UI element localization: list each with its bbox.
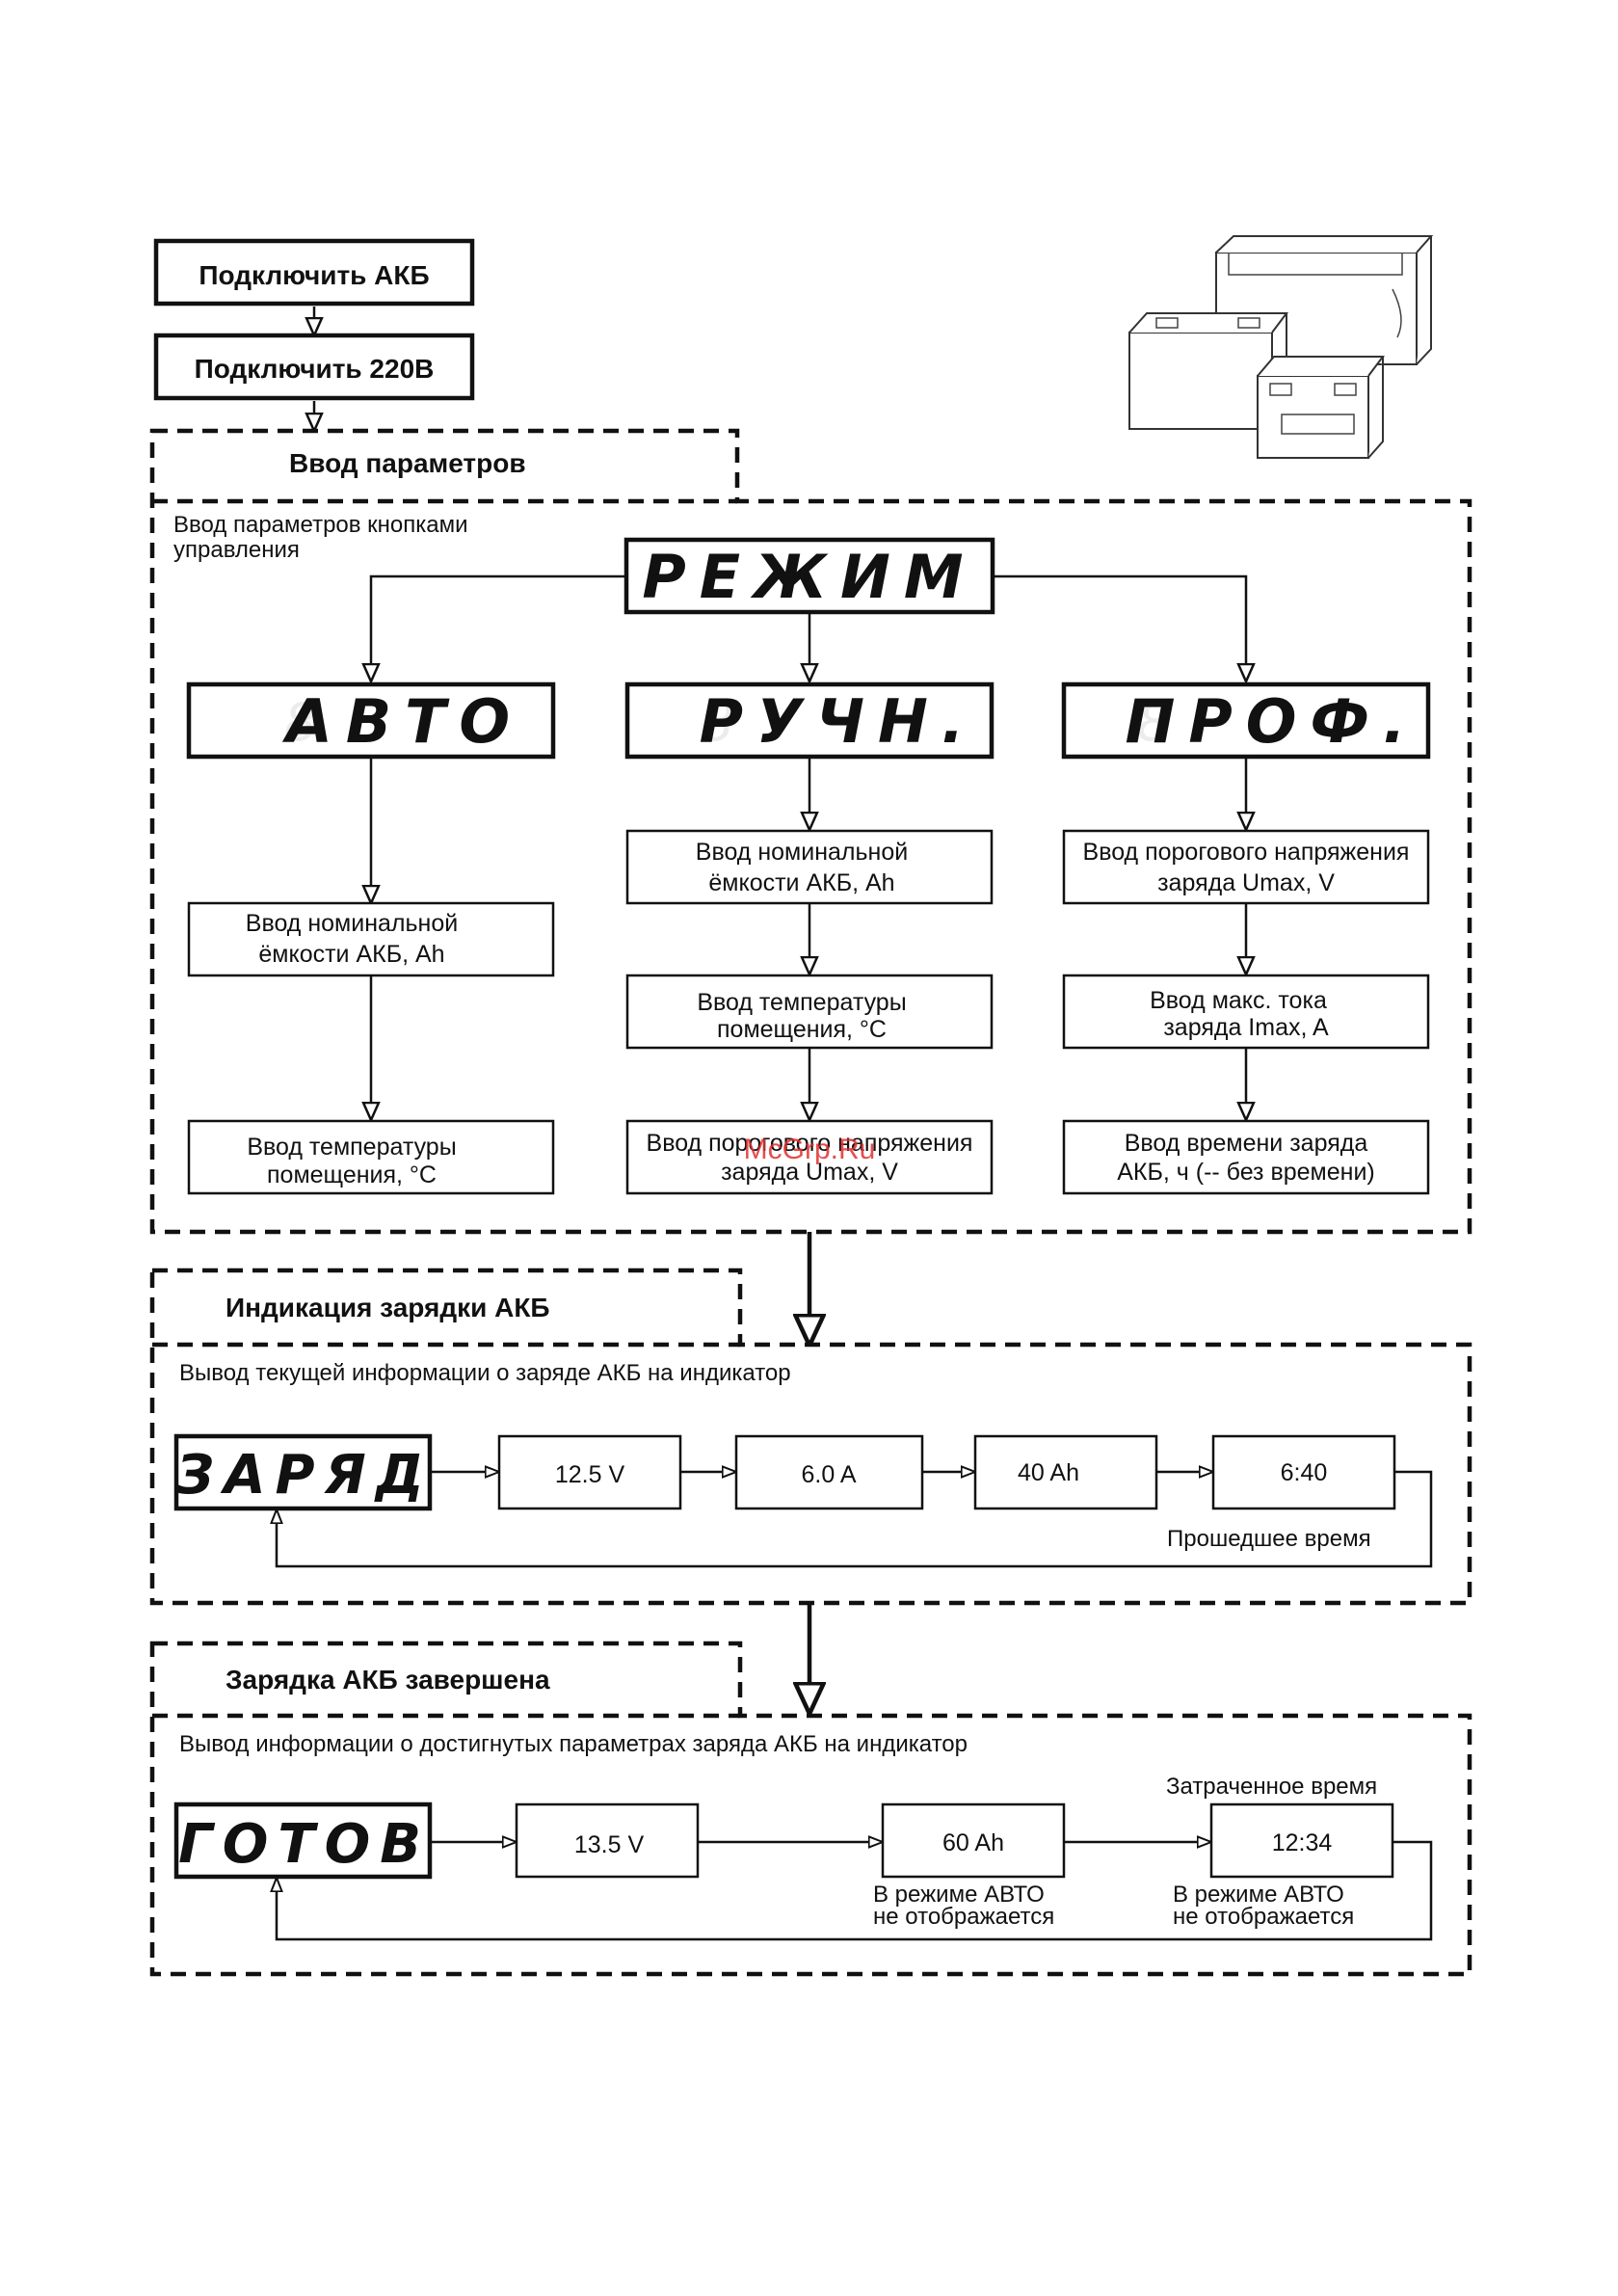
section-charging: Индикация зарядки АКБ Вывод текущей инфо… — [149, 1268, 1472, 1606]
prof-step-voltage-line2: заряда Umax, V — [1157, 869, 1335, 896]
manual-step-temperature-line1: Ввод температуры — [697, 989, 906, 1016]
time-auto-note-1: В режиме АВТО — [1173, 1882, 1344, 1908]
charging-voltage-value: 12.5 V — [555, 1461, 625, 1488]
manual-display-text: РУЧН. — [700, 686, 978, 757]
auto-step-temperature-line2: помещения, °C — [267, 1161, 437, 1188]
time-auto-note-2: не отображается — [1173, 1904, 1354, 1930]
battery-illustration — [1128, 235, 1434, 459]
manual-step-temperature: Ввод температуры помещения, °C — [625, 974, 994, 1050]
auto-display-text: АВТО — [281, 686, 523, 757]
section-done-title: Зарядка АКБ завершена — [225, 1665, 550, 1695]
mode-display-text: РЕЖИМ — [642, 542, 976, 612]
section-params-title: Ввод параметров — [289, 448, 526, 478]
arrow-mode-to-auto — [371, 574, 626, 681]
prof-display: 8 ПРОФ. — [1061, 681, 1431, 760]
prof-step-time-line1: Ввод времени заряда — [1125, 1130, 1368, 1157]
arrow-done-loop — [277, 1840, 1433, 1941]
charging-display-text: ЗАРЯД — [174, 1444, 433, 1507]
prof-step-voltage-line1: Ввод порогового напряжения — [1083, 839, 1410, 866]
step-connect-power: Подключить 220В — [153, 333, 475, 401]
auto-display: 8 АВТО — [186, 681, 556, 760]
prof-step-current-line1: Ввод макс. тока — [1150, 987, 1327, 1014]
section-done: Зарядка АКБ завершена Вывод информации о… — [149, 1641, 1472, 1977]
step-connect-power-label: Подключить 220В — [195, 354, 435, 384]
auto-step-temperature-line1: Ввод температуры — [247, 1134, 456, 1161]
manual-display: 8 РУЧН. — [624, 681, 995, 760]
manual-display-ghost: 8 — [701, 692, 733, 753]
manual-step-voltage-line1: Ввод порогового напряжения — [647, 1130, 973, 1157]
charging-capacity-value: 40 Ah — [1018, 1459, 1079, 1486]
capacity-auto-note-2: не отображается — [873, 1904, 1054, 1930]
manual-step-voltage: Ввод порогового напряжения заряда Umax, … — [625, 1119, 994, 1195]
charging-current-value: 6.0 A — [802, 1461, 857, 1488]
section-charging-title: Индикация зарядки АКБ — [225, 1293, 550, 1322]
step-connect-battery: Подключить АКБ — [153, 238, 475, 307]
manual-step-voltage-line2: заряда Umax, V — [721, 1159, 898, 1186]
charging-current-box: 6.0 A — [734, 1434, 924, 1510]
charging-time-box: 6:40 — [1211, 1434, 1396, 1510]
capacity-auto-note-1: В режиме АВТО — [873, 1882, 1045, 1908]
prof-step-current: Ввод макс. тока заряда Imax, A — [1062, 974, 1430, 1050]
prof-step-time-line2: АКБ, ч (-- без времени) — [1117, 1159, 1375, 1186]
done-voltage-value: 13.5 V — [574, 1831, 645, 1858]
mode-display: РЕЖИМ — [623, 537, 995, 615]
manual-step-capacity-line1: Ввод номинальной — [696, 839, 908, 866]
auto-display-ghost: 8 — [284, 692, 317, 753]
section-params-subtitle-1: Ввод параметров кнопками — [173, 512, 468, 538]
spent-time-label: Затраченное время — [1166, 1774, 1377, 1800]
charging-voltage-box: 12.5 V — [497, 1434, 682, 1510]
prof-step-voltage: Ввод порогового напряжения заряда Umax, … — [1062, 829, 1430, 905]
done-display-text: ГОТОВ — [178, 1813, 431, 1876]
done-time-value: 12:34 — [1272, 1829, 1333, 1856]
prof-display-text: ПРОФ. — [1125, 686, 1419, 757]
arrow-charging-loop — [277, 1470, 1433, 1568]
section-charging-subtitle: Вывод текущей информации о заряде АКБ на… — [179, 1360, 791, 1386]
manual-step-temperature-line2: помещения, °C — [717, 1016, 887, 1043]
arrow-mode-to-prof — [993, 574, 1246, 681]
prof-step-current-line2: заряда Imax, A — [1163, 1014, 1329, 1041]
section-params: Ввод параметров Ввод параметров кнопками… — [149, 428, 1472, 1235]
elapsed-time-label: Прошедшее время — [1167, 1526, 1371, 1552]
step-connect-battery-label: Подключить АКБ — [199, 260, 429, 290]
auto-step-capacity: Ввод номинальной ёмкости АКБ, Ah — [187, 901, 555, 977]
auto-step-capacity-line2: ёмкости АКБ, Ah — [258, 941, 444, 968]
manual-step-capacity-line2: ёмкости АКБ, Ah — [708, 869, 894, 896]
charging-capacity-box: 40 Ah — [973, 1434, 1158, 1510]
prof-step-time: Ввод времени заряда АКБ, ч (-- без време… — [1062, 1119, 1430, 1195]
done-display: ГОТОВ — [173, 1802, 433, 1880]
section-params-subtitle-2: управления — [173, 537, 300, 563]
done-time-box: 12:34 — [1209, 1802, 1394, 1879]
auto-step-capacity-line1: Ввод номинальной — [246, 910, 458, 937]
charging-display: ЗАРЯД — [173, 1433, 433, 1511]
manual-step-capacity: Ввод номинальной ёмкости АКБ, Ah — [625, 829, 994, 905]
done-capacity-box: 60 Ah — [881, 1802, 1066, 1879]
auto-step-temperature: Ввод температуры помещения, °C — [187, 1119, 555, 1195]
done-capacity-value: 60 Ah — [942, 1829, 1004, 1856]
prof-display-ghost: 8 — [1137, 692, 1170, 753]
watermark: McGrp.Ru — [744, 1134, 876, 1165]
section-done-subtitle: Вывод информации о достигнутых параметра… — [179, 1731, 968, 1757]
done-voltage-box: 13.5 V — [515, 1802, 700, 1879]
charging-time-value: 6:40 — [1281, 1459, 1328, 1486]
